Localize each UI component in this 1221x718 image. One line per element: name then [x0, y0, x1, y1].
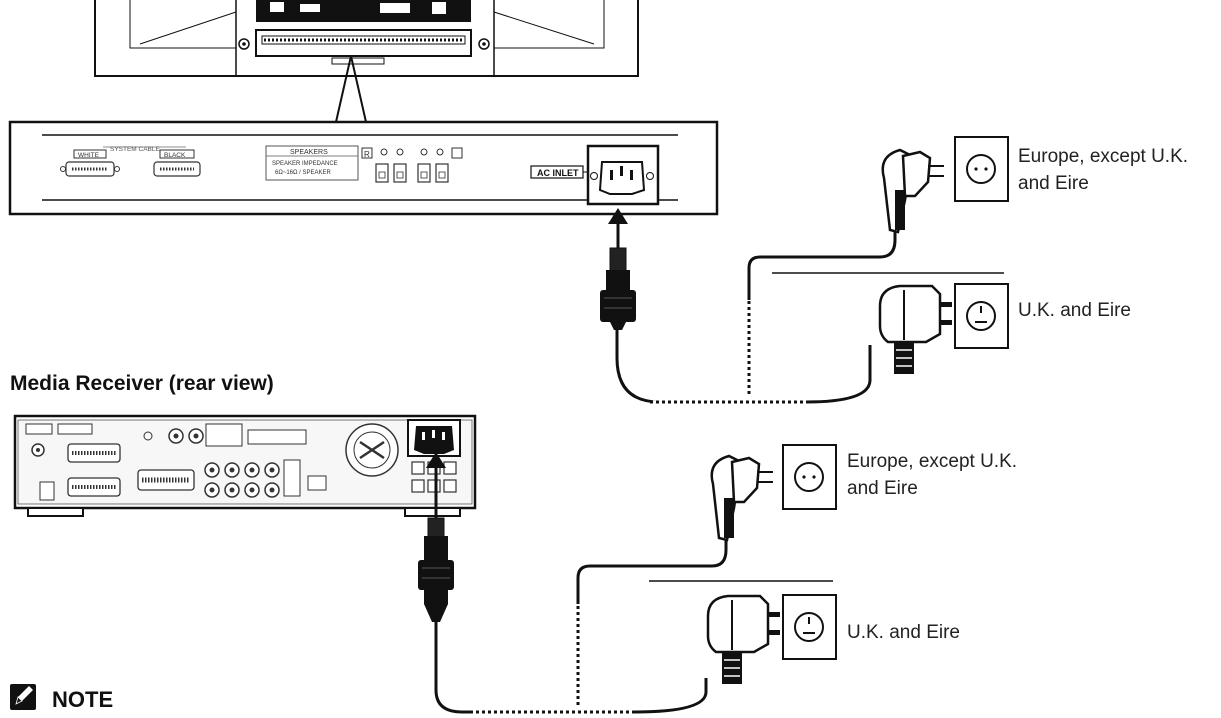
display-unit-outline	[94, 0, 639, 77]
svg-text:6Ω~16Ω / SPEAKER: 6Ω~16Ω / SPEAKER	[275, 170, 331, 176]
uk-plug-bottom	[706, 594, 780, 684]
svg-text:AC INLET: AC INLET	[537, 168, 579, 178]
ac-inlet-label-box: AC INLET	[530, 165, 592, 179]
ac-inlet-socket	[586, 144, 660, 206]
uk-socket-bottom	[782, 594, 837, 660]
pencil-icon	[10, 684, 36, 710]
zoom-lines	[335, 55, 367, 123]
euro-plug-top	[881, 148, 944, 234]
svg-text:WHITE: WHITE	[78, 152, 100, 159]
display-terminal-strip	[238, 0, 490, 65]
speaker-terminal-block: SPEAKERS SPEAKER IMPEDANCE 6Ω~16Ω / SPEA…	[265, 145, 359, 181]
plug-label-euro-bottom-line2: and Eire	[847, 478, 918, 499]
plug-label-uk-bottom: U.K. and Eire	[847, 622, 960, 643]
plug-label-euro-top-line2: and Eire	[1018, 173, 1089, 194]
plug-label-euro-top-line1: Europe, except U.K.	[1018, 146, 1188, 167]
uk-socket-top	[954, 283, 1009, 349]
system-cable-label: SYSTEM CABLE	[110, 146, 161, 153]
svg-text:SPEAKER IMPEDANCE: SPEAKER IMPEDANCE	[272, 161, 338, 167]
white-connector: WHITE	[60, 149, 120, 177]
bottom-power-cord	[418, 452, 833, 714]
euro-socket-top	[954, 136, 1009, 202]
enlarged-rear-panel: SYSTEM CABLE WHITE BLACK SPEAKERS SPEAKE…	[8, 120, 719, 216]
plug-label-euro-bottom-line1: Europe, except U.K.	[847, 451, 1017, 472]
svg-text:BLACK: BLACK	[164, 152, 186, 159]
euro-socket-bottom	[782, 444, 837, 510]
receiver-heading: Media Receiver (rear view)	[10, 372, 274, 395]
media-receiver-rear	[13, 414, 477, 517]
black-connector: BLACK	[153, 149, 201, 177]
uk-plug-top	[878, 284, 952, 374]
top-power-cord	[600, 208, 1004, 404]
svg-text:R: R	[364, 150, 370, 159]
note-heading: NOTE	[52, 687, 113, 712]
plug-label-uk-top: U.K. and Eire	[1018, 300, 1131, 321]
svg-text:SPEAKERS: SPEAKERS	[290, 149, 328, 156]
euro-plug-bottom	[710, 454, 773, 542]
speaker-terminals: R	[361, 147, 463, 183]
